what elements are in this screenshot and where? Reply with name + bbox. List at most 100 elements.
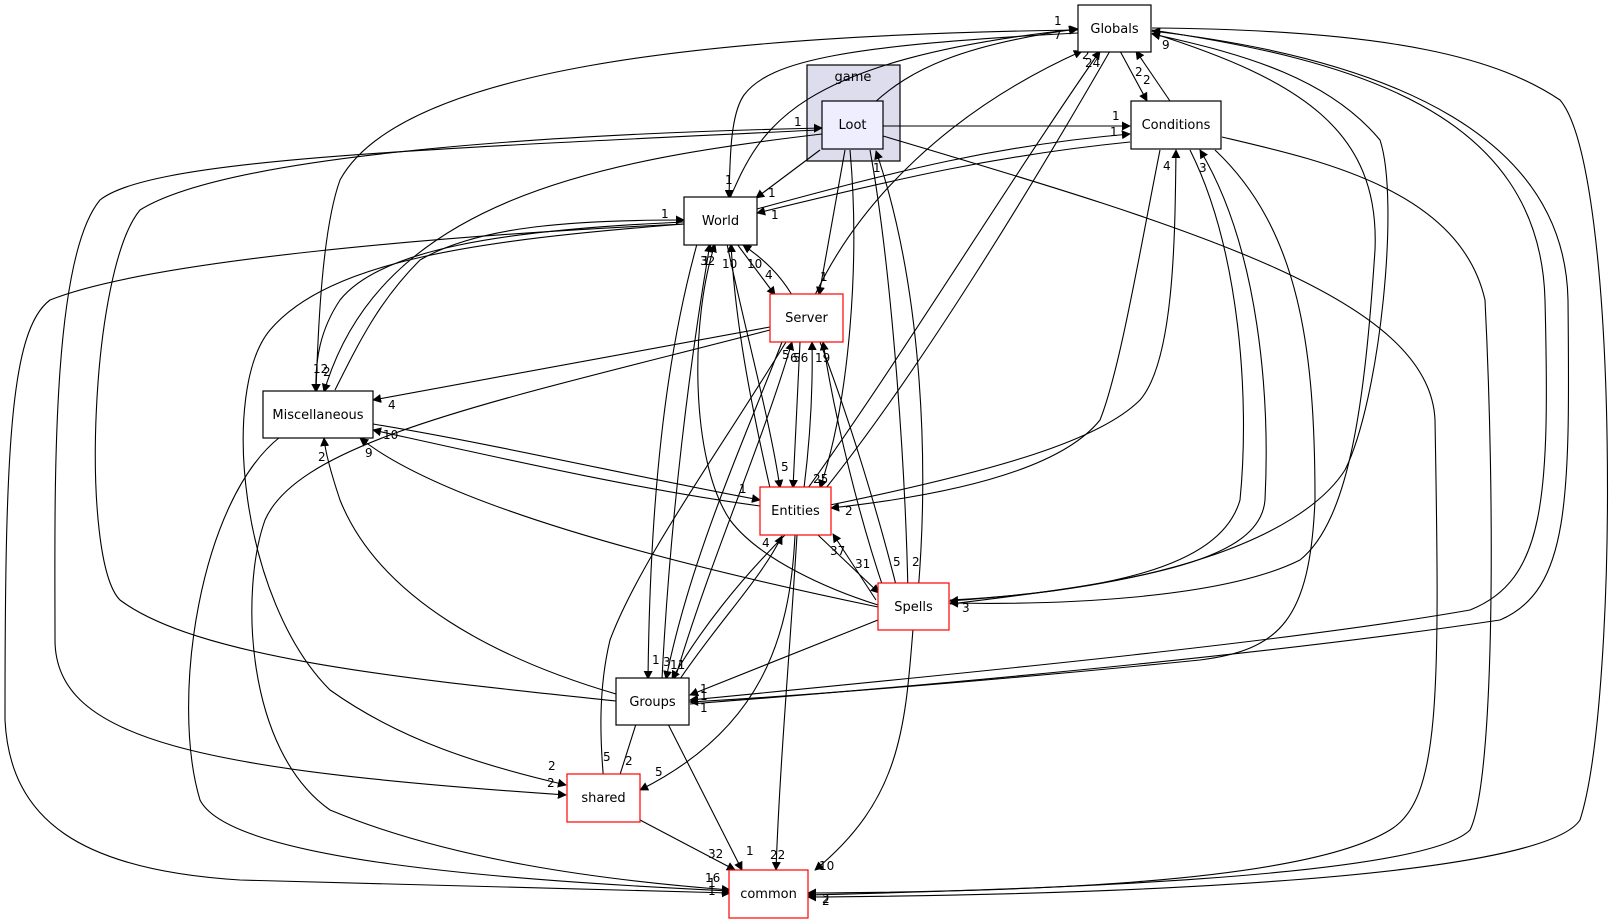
edge-groups-server (674, 341, 795, 680)
node-shared[interactable]: shared (566, 773, 641, 823)
node-common-label: common (740, 887, 797, 902)
node-spells-box (877, 582, 950, 631)
label-world-globals: 1 (1054, 14, 1062, 28)
label-server-common: 1 (708, 884, 716, 898)
label-groups-entities: 4 (762, 536, 770, 550)
node-globals-box (1077, 4, 1152, 53)
edge-server-misc (372, 326, 771, 403)
label-world-conditions: 1 (1110, 125, 1118, 139)
node-misc-box (262, 390, 374, 439)
label-loot-globals: 7 (1054, 28, 1062, 42)
edge-spells-entities (832, 533, 877, 601)
label-globals-spells: 3 (962, 601, 970, 615)
edge-entities-groups (671, 534, 786, 680)
node-entities-label: Entities (771, 504, 820, 519)
node-common[interactable]: common (728, 869, 809, 919)
label-entities-world: 10 (722, 257, 737, 271)
node-shared-label: shared (581, 791, 625, 806)
label-spells-loot: 1 (873, 161, 881, 175)
label-world-misc: 2 (323, 365, 331, 379)
node-conditions[interactable]: Conditions (1130, 100, 1222, 150)
edge-server-spells (819, 341, 901, 594)
label-loot-shared: 2 (547, 776, 555, 790)
edge-spells-server (819, 341, 886, 594)
node-spells[interactable]: Spells (877, 582, 950, 631)
edge-misc-entities (372, 423, 761, 503)
label-spells-groups: 1 (700, 689, 708, 703)
node-world-label: World (702, 214, 739, 229)
label-server-groups: 3 (663, 655, 671, 669)
label-spells-server: 6 (790, 351, 798, 365)
label-conditions-entities: 2 (845, 504, 853, 518)
edge-spells-common (814, 628, 914, 871)
node-server-label: Server (785, 311, 828, 326)
node-groups-label: Groups (629, 695, 676, 710)
label-spells-common: 10 (819, 859, 834, 873)
edge-world-entities (726, 243, 784, 489)
label-groups-server: 5 (782, 348, 790, 362)
node-server[interactable]: Server (769, 293, 844, 343)
node-spells-label: Spells (894, 600, 933, 615)
edge-loot-server (816, 149, 846, 296)
label-conditions-globals: 2 (1143, 73, 1151, 87)
node-globals[interactable]: Globals (1077, 4, 1152, 53)
label-entities-globals: 2 (1082, 48, 1090, 62)
label-world-entities: 5 (781, 460, 789, 474)
edge-server-globals (814, 50, 1083, 296)
edge-world-globals (729, 25, 1079, 199)
node-conditions-box (1130, 100, 1222, 150)
edge-globals-spells (949, 32, 1376, 608)
node-loot[interactable]: Loot (821, 100, 884, 150)
label-misc-entities: 1 (739, 482, 747, 496)
edges: 7 1 1 1 1 1 25 2 1 12 2 2 (4, 14, 1608, 908)
label-conditions-spells: 3 (1199, 161, 1207, 175)
edge-entities-conditions (829, 149, 1181, 506)
label-server-shared: 5 (603, 750, 611, 764)
label-entities-shared: 5 (655, 765, 663, 779)
edge-loot-globals (873, 25, 1078, 104)
label-spells-world: 32 (700, 254, 715, 268)
label-world-shared: 2 (548, 759, 556, 773)
edge-globals-entities (825, 50, 1111, 489)
node-world[interactable]: World (683, 196, 758, 246)
edge-conditions-spells (949, 149, 1244, 605)
label-groups-loot: 1 (794, 115, 802, 129)
label-conditions-common: 2 (822, 894, 830, 908)
label-groups-shared: 2 (625, 754, 633, 768)
label-loot-entities: 25 (813, 472, 828, 486)
node-misc-label: Miscellaneous (272, 408, 363, 423)
edge-entities-world (726, 243, 771, 489)
nodes: Globals Conditions Loot World Server Mis… (262, 4, 1222, 919)
edge-world-groups (643, 243, 698, 680)
label-entities-misc: 10 (383, 428, 398, 442)
label-groups-misc: 2 (318, 450, 326, 464)
node-common-box (728, 869, 809, 919)
edge-world-conditions (756, 130, 1131, 210)
edge-groups-common (667, 723, 743, 871)
node-groups[interactable]: Groups (615, 677, 690, 726)
edge-spells-misc (359, 437, 879, 608)
label-globals-groups: 1 (700, 701, 708, 715)
label-misc-world: 1 (661, 207, 669, 221)
label-loot-world: 1 (771, 208, 779, 222)
edge-groups-world (661, 243, 714, 680)
edge-conditions-world (756, 141, 1131, 216)
edge-misc-common (188, 436, 731, 896)
label-groups-world: 1 (702, 254, 710, 268)
node-world-box (683, 196, 758, 246)
label-shared-common: 32 (708, 847, 723, 861)
edge-loot-world (755, 149, 821, 199)
node-entities[interactable]: Entities (759, 486, 832, 536)
edge-spells-conditions (949, 149, 1267, 605)
edge-world-misc (311, 221, 685, 393)
edge-globals-misc (311, 29, 1079, 393)
label-globals-world: 1 (725, 173, 733, 187)
edge-spells-world (697, 243, 879, 606)
edge-globals-common (807, 27, 1608, 902)
edge-server-shared (598, 341, 787, 785)
node-groups-box (615, 677, 690, 726)
edge-entities-globals (807, 50, 1101, 489)
edge-loot-shared (54, 129, 819, 799)
node-miscellaneous[interactable]: Miscellaneous (262, 390, 374, 439)
edge-conditions-globals (1135, 50, 1171, 102)
